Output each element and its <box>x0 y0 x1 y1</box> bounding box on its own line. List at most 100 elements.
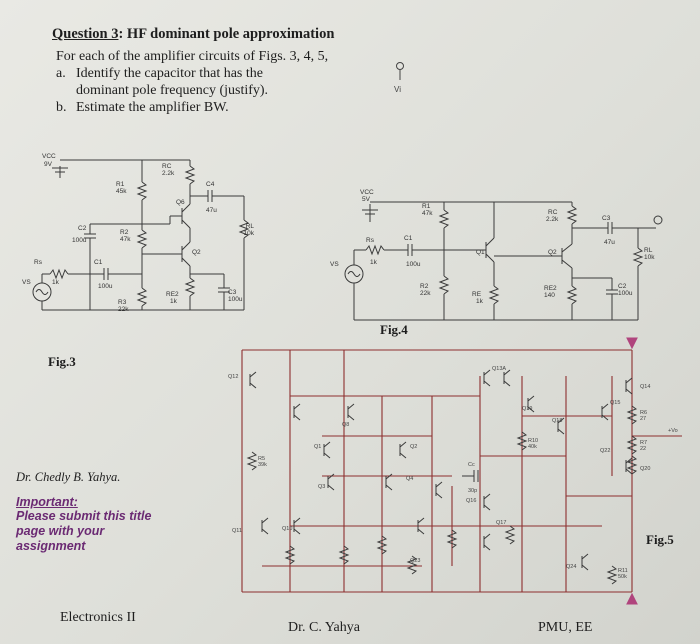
fig5-q10-label: Q10 <box>282 526 292 532</box>
vi-probe: Vi <box>394 62 404 94</box>
fig4-schematic: VCC 5V R1 47k RC 2.2k C3 47u Rs 1k C1 10… <box>330 189 663 321</box>
fig3-rc-value: 2.2k <box>162 170 175 177</box>
fig3-rl-label: RL <box>246 223 255 230</box>
fig4-re2-value: 140 <box>544 292 555 299</box>
fig5-q15-label: Q15 <box>610 400 620 406</box>
fig5-q11-label: Q11 <box>232 528 242 534</box>
important-line-3: assignment <box>16 539 86 553</box>
fig4-rc-label: RC <box>548 209 558 216</box>
fig3-rs-value: 1k <box>52 279 60 286</box>
fig5-r10-label: R10 <box>528 438 538 444</box>
fig5-q3-label: Q3 <box>318 484 325 490</box>
fig3-schematic: VCC 9V R1 45k RC 2.2k C4 47u Q6 C2 100u … <box>22 153 255 313</box>
fig4-rl-value: 10k <box>644 254 655 261</box>
fig3-r2-value: 47k <box>120 236 131 243</box>
fig5-q18-label: Q18 <box>552 418 562 424</box>
important-line-1: Please submit this title <box>16 509 152 523</box>
fig3-re2-value: 1k <box>170 298 178 305</box>
fig4-rs-value: 1k <box>370 259 378 266</box>
fig3-r1-value: 45k <box>116 188 127 195</box>
fig4-label: Fig.4 <box>380 322 408 337</box>
question-item-b-text: Estimate the amplifier BW. <box>76 100 229 115</box>
fig5-q19-label: Q19 <box>522 406 532 412</box>
fig3-c3-value: 100u <box>228 296 243 303</box>
fig5-q20-label: Q20 <box>640 466 650 472</box>
fig3-r1-label: R1 <box>116 181 125 188</box>
fig5-q1-label: Q1 <box>314 444 321 450</box>
footer-course: Electronics II <box>60 610 136 625</box>
fig4-re-value: 1k <box>476 298 484 305</box>
fig4-r2-label: R2 <box>420 283 429 290</box>
fig5-q13-label: Q13A <box>492 366 506 372</box>
fig3-label: Fig.3 <box>48 354 76 369</box>
fig4-r1-label: R1 <box>422 203 431 210</box>
fig4-vcc-label: VCC <box>360 189 374 196</box>
fig3-q6-label: Q6 <box>176 199 185 206</box>
fig5-q12-label: Q12 <box>228 374 238 380</box>
fig5-q23-label: Q23 <box>410 558 420 564</box>
fig4-rs-label: Rs <box>366 237 375 244</box>
fig5-q17-label: Q17 <box>496 520 506 526</box>
fig5-q24-label: Q24 <box>566 564 576 570</box>
fig5-cc-label: Cc <box>468 462 475 468</box>
fig5-cc-value: 30p <box>468 488 477 494</box>
question-item-a-cont: dominant pole frequency (justify). <box>76 83 269 98</box>
fig4-vcc-value: 5V <box>362 196 371 203</box>
fig5-r6-label: R6 <box>640 410 647 416</box>
question-item-a-text: Identify the capacitor that has the <box>76 66 263 81</box>
fig3-rl-value: 10k <box>244 230 255 237</box>
question-intro: For each of the amplifier circuits of Fi… <box>56 49 329 64</box>
question-item-a-marker: a. <box>56 66 66 81</box>
fig5-r6-value: 27 <box>640 416 646 422</box>
fig3-c2-value: 100u <box>72 237 87 244</box>
fig5-r5-label: R5 <box>258 456 265 462</box>
fig4-c2-label: C2 <box>618 283 627 290</box>
fig5-q14-label: Q14 <box>640 384 650 390</box>
fig4-r2-value: 22k <box>420 290 431 297</box>
fig3-c3-label: C3 <box>228 289 237 296</box>
fig5-q22-label: Q22 <box>600 448 610 454</box>
fig3-c4-value: 47u <box>206 207 217 214</box>
fig5-r5-value: 39k <box>258 462 267 468</box>
fig4-q1-label: Q1 <box>476 249 485 256</box>
fig3-rc-label: RC <box>162 163 172 170</box>
question-number: Question 3 <box>52 26 119 42</box>
question-topic: : HF dominant pole approximation <box>118 26 335 42</box>
fig3-c4-label: C4 <box>206 181 215 188</box>
fig3-re2-label: RE2 <box>166 291 179 298</box>
question-item-b-marker: b. <box>56 100 67 115</box>
fig5-q4-label: Q4 <box>406 476 413 482</box>
fig4-rc-value: 2.2k <box>546 216 559 223</box>
fig3-rs-label: Rs <box>34 259 43 266</box>
fig5-r7-label: R7 <box>640 440 647 446</box>
fig5-q16-label: Q16 <box>466 498 476 504</box>
fig3-vcc-value: 9V <box>44 161 53 168</box>
fig4-rl-label: RL <box>644 247 653 254</box>
fig3-vs-label: VS <box>22 279 31 286</box>
fig5-r11-value: 50k <box>618 574 627 580</box>
fig4-c1-label: C1 <box>404 235 413 242</box>
fig5-label: Fig.5 <box>646 532 674 547</box>
fig5-r10-value: 40k <box>528 444 537 450</box>
important-line-2: page with your <box>16 524 105 538</box>
important-heading: Important: <box>16 495 78 509</box>
vi-label: Vi <box>394 85 401 94</box>
fig5-q2-label: Q2 <box>410 444 417 450</box>
fig4-vs-label: VS <box>330 261 339 268</box>
fig3-c1-value: 100u <box>98 283 113 290</box>
fig4-r1-value: 47k <box>422 210 433 217</box>
fig3-q2-label: Q2 <box>192 249 201 256</box>
fig3-r3-value: 22k <box>118 306 129 313</box>
fig4-c2-value: 100u <box>618 290 633 297</box>
fig3-vcc-label: VCC <box>42 153 56 160</box>
fig4-c3-value: 47u <box>604 239 615 246</box>
fig3-r3-label: R3 <box>118 299 127 306</box>
fig5-r11-label: R11 <box>618 568 628 574</box>
fig4-re2-label: RE2 <box>544 285 557 292</box>
fig3-c1-label: C1 <box>94 259 103 266</box>
instructor-note: Dr. Chedly B. Yahya. Important: Please s… <box>16 470 194 554</box>
fig4-c1-value: 100u <box>406 261 421 268</box>
question-title: Question 3: HF dominant pole approximati… <box>52 26 334 43</box>
fig4-q2-label: Q2 <box>548 249 557 256</box>
